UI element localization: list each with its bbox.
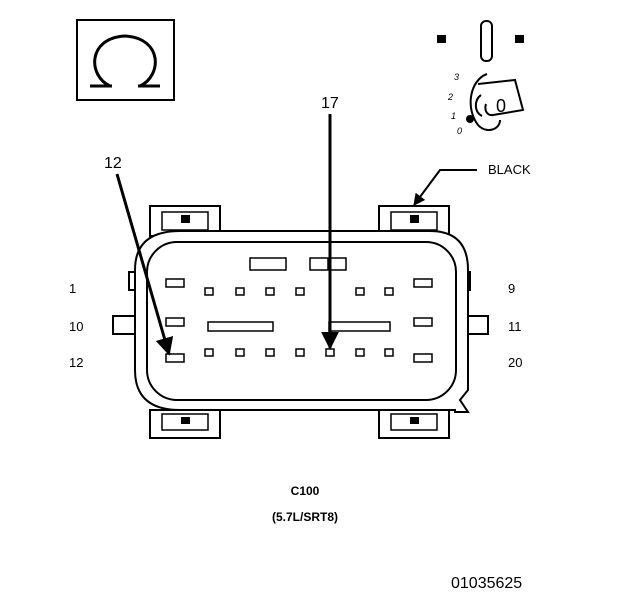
ignition-key-label: 0	[496, 96, 506, 116]
ignition-position-2: 2	[447, 92, 453, 102]
row-label-left-12: 12	[69, 355, 83, 370]
ignition-position-0: 0	[457, 126, 462, 136]
figure-id: 01035625	[451, 575, 522, 592]
color-label-leader	[413, 169, 477, 206]
connector-color-label: BLACK	[488, 162, 531, 177]
pin-12-leader	[115, 173, 174, 356]
connector-name: C100	[291, 484, 320, 498]
pin-callout-12: 12	[104, 155, 122, 172]
row-label-left-1: 1	[69, 281, 76, 296]
ignition-position-3: 3	[454, 72, 459, 82]
row-label-right-9: 9	[508, 281, 515, 296]
connector-c100-face	[112, 205, 489, 439]
ignition-position-1: 1	[451, 111, 456, 121]
pin-callout-17: 17	[321, 95, 339, 112]
connector-variant: (5.7L/SRT8)	[272, 510, 338, 524]
ohm-symbol	[76, 19, 175, 101]
row-label-left-10: 10	[69, 319, 83, 334]
row-label-right-11: 11	[508, 319, 522, 334]
row-label-right-20: 20	[508, 355, 522, 370]
ohm-icon	[90, 34, 160, 88]
ignition-key-icon: 3 2 1 0 0	[437, 20, 525, 136]
